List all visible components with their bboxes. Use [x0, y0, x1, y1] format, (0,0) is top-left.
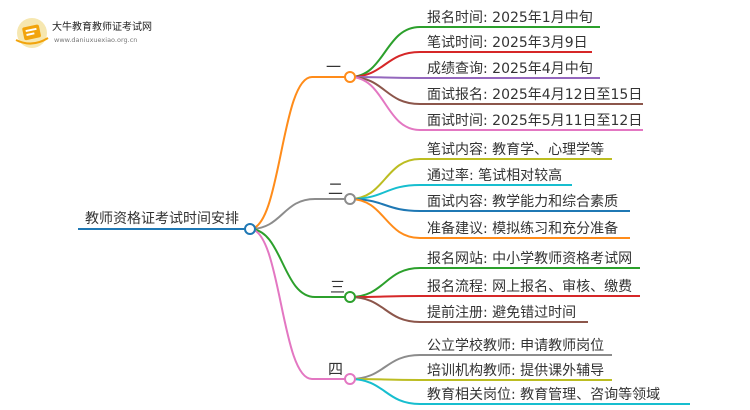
- root-node[interactable]: 教师资格证考试时间安排: [78, 211, 256, 235]
- logo: 大牛教育教师证考试网 www.daniuxuexiao.org.cn: [15, 18, 152, 48]
- leaf-label: 准备建议: 模拟练习和充分准备: [427, 220, 618, 237]
- leaf-label: 笔试时间: 2025年3月9日: [427, 35, 588, 51]
- connector-line: [249, 228, 313, 380]
- connector-line: [249, 198, 316, 230]
- connector-line: [349, 378, 421, 405]
- connector-line: [349, 51, 421, 78]
- branch-connector-dot: [344, 373, 356, 385]
- leaf-label: 报名网站: 中小学教师资格考试网: [427, 251, 632, 267]
- branch-node[interactable]: 四: [312, 360, 356, 385]
- leaf-label: 笔试内容: 教育学、心理学等: [427, 141, 604, 158]
- branch-label: 三: [330, 278, 345, 296]
- connector-line: [349, 198, 421, 239]
- branch-label: 二: [328, 180, 343, 198]
- connector-line: [349, 76, 421, 131]
- leaf-node[interactable]: 笔试时间: 2025年3月9日: [420, 35, 592, 53]
- branch-connector-dot: [344, 291, 356, 303]
- leaf-label: 提前注册: 避免错过时间: [427, 304, 576, 321]
- leaf-label: 培训机构教师: 提供课外辅导: [427, 363, 604, 379]
- logo-icon: [15, 18, 49, 48]
- branch-node[interactable]: 三: [315, 278, 356, 303]
- logo-url: www.daniuxuexiao.org.cn: [54, 36, 137, 44]
- connector-line: [349, 267, 421, 298]
- leaf-node[interactable]: 报名流程: 网上报名、审核、缴费: [420, 279, 640, 297]
- leaf-label: 面试内容: 教学能力和综合素质: [427, 193, 618, 210]
- leaf-node[interactable]: 报名网站: 中小学教师资格考试网: [420, 251, 640, 269]
- leaf-node[interactable]: 培训机构教师: 提供课外辅导: [420, 363, 612, 381]
- leaf-node[interactable]: 成绩查询: 2025年4月中旬: [420, 61, 600, 79]
- branch-connector-dot: [344, 193, 356, 205]
- leaf-node[interactable]: 报名时间: 2025年1月中旬: [420, 10, 600, 28]
- connector-line: [349, 295, 421, 298]
- branch-node[interactable]: 一: [312, 58, 356, 83]
- leaf-node[interactable]: 笔试内容: 教育学、心理学等: [420, 141, 612, 160]
- leaf-label: 成绩查询: 2025年4月中旬: [427, 61, 593, 77]
- leaf-label: 面试报名: 2025年4月12日至15日: [427, 87, 642, 103]
- branch-label: 四: [328, 360, 343, 378]
- leaf-node[interactable]: 面试时间: 2025年5月11日至12日: [420, 113, 643, 131]
- leaf-label: 面试时间: 2025年5月11日至12日: [427, 113, 642, 129]
- leaf-node[interactable]: 面试报名: 2025年4月12日至15日: [420, 87, 643, 105]
- connector-line: [349, 354, 421, 380]
- leaf-label: 教育相关岗位: 教育管理、咨询等领域: [427, 386, 660, 403]
- leaf-label: 公立学校教师: 申请教师岗位: [427, 337, 604, 354]
- leaf-label: 报名时间: 2025年1月中旬: [427, 10, 593, 26]
- connector-line: [249, 76, 313, 230]
- branch-connector-dot: [344, 71, 356, 83]
- connector-line: [349, 76, 421, 105]
- leaf-node[interactable]: 教育相关岗位: 教育管理、咨询等领域: [420, 386, 690, 405]
- leaf-label: 通过率: 笔试相对较高: [427, 167, 562, 184]
- leaf-node[interactable]: 面试内容: 教学能力和综合素质: [420, 193, 630, 212]
- leaf-node[interactable]: 通过率: 笔试相对较高: [420, 167, 572, 186]
- branch-node[interactable]: 二: [315, 180, 356, 205]
- leaf-label: 报名流程: 网上报名、审核、缴费: [427, 279, 632, 295]
- root-connector-dot: [244, 223, 256, 235]
- leaf-node[interactable]: 公立学校教师: 申请教师岗位: [420, 337, 612, 356]
- connector-line: [249, 228, 316, 298]
- branch-label: 一: [326, 58, 341, 76]
- logo-title: 大牛教育教师证考试网: [52, 20, 152, 33]
- leaf-node[interactable]: 准备建议: 模拟练习和充分准备: [420, 220, 630, 239]
- leaf-node[interactable]: 提前注册: 避免错过时间: [420, 304, 588, 323]
- root-label: 教师资格证考试时间安排: [85, 211, 239, 227]
- connector-line: [349, 296, 421, 323]
